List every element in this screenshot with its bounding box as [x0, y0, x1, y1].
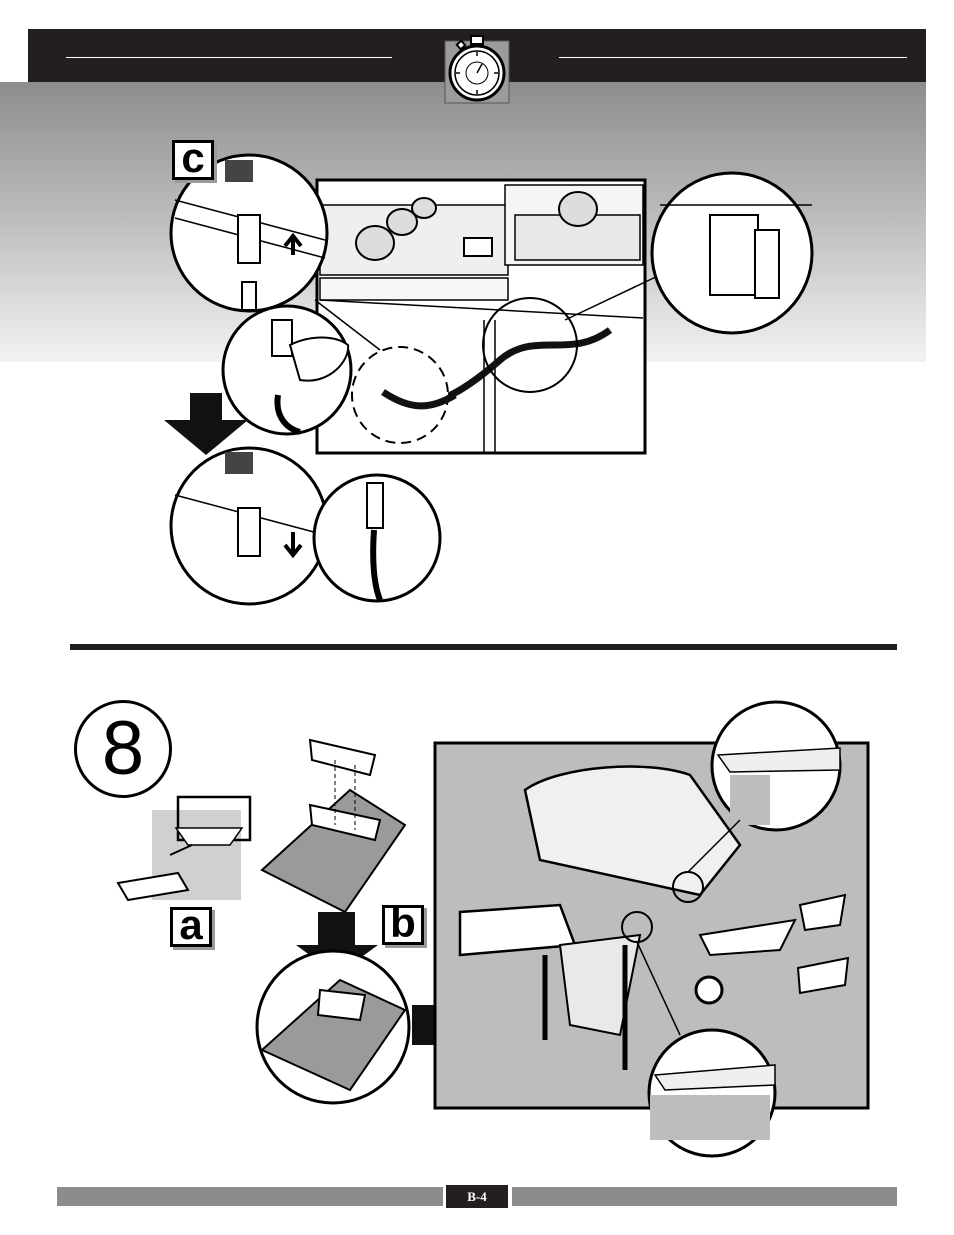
footer-bar-right: [512, 1187, 897, 1206]
drip-tray-illustration: [0, 650, 954, 1170]
gas-hose-illustration: [0, 0, 954, 650]
step-a-label: a: [170, 907, 212, 947]
step-c-label: c: [172, 140, 214, 180]
step-b-label: b: [382, 905, 424, 945]
page-number: B-4: [446, 1185, 508, 1208]
footer-bar-left: [57, 1187, 443, 1206]
